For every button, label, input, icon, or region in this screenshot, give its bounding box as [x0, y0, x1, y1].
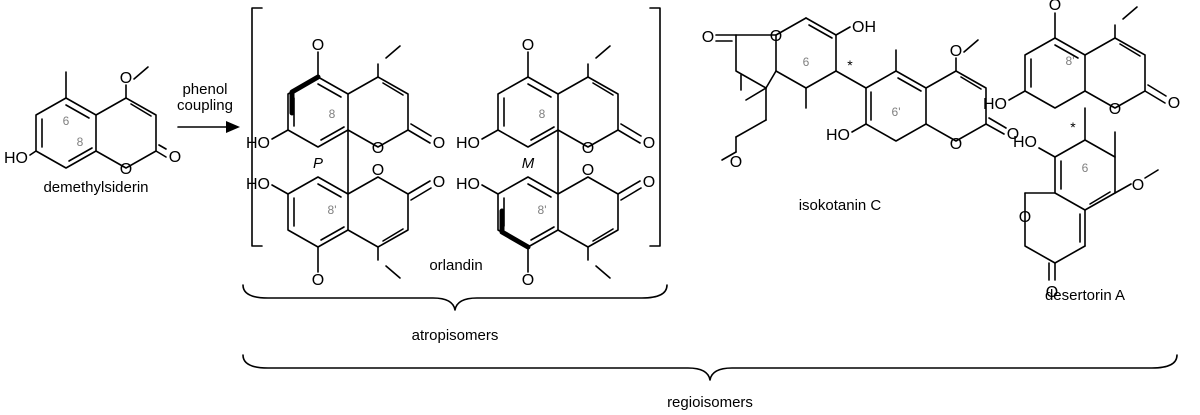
position-6-label: 6 — [63, 114, 70, 128]
atropisomers-brace — [242, 284, 668, 311]
arrow-label-line1: phenol — [182, 81, 227, 98]
m-ring-oxygen-bottom: O — [582, 162, 594, 179]
arrow-label-line2: coupling — [177, 97, 233, 114]
desertorin-ring-oxygen-top: O — [1109, 101, 1121, 118]
m-hydroxyl-top: HO — [456, 135, 480, 152]
m-methoxy-oxygen-bottom: O — [522, 272, 534, 289]
p-methoxy-oxygen-top: O — [312, 37, 324, 54]
p-ring-oxygen-top: O — [372, 140, 384, 157]
isokotanin-carbonyl-oxygen-right: O — [1007, 126, 1019, 143]
atropisomers-label: atropisomers — [412, 327, 499, 344]
desertorin-a-structure: O O O HO HO O O O 8' 6 * desertorin A — [983, 0, 1180, 304]
isokotanin-methoxy-oxygen-left: O — [730, 154, 742, 171]
desertorin-hydroxyl-bottom: HO — [1013, 134, 1037, 151]
reaction-arrow: phenol coupling — [177, 81, 240, 133]
m-stereo-descriptor: M — [522, 155, 535, 172]
desertorin-carbonyl-oxygen-top: O — [1168, 95, 1180, 112]
orlandin-m-structure: O O O HO O O HO O 8 8' M — [456, 37, 655, 289]
ring-oxygen-label: O — [120, 161, 132, 178]
position-8-label: 8 — [77, 135, 84, 149]
demethylsiderin-label: demethylsiderin — [43, 179, 148, 196]
m-hydroxyl-bottom: HO — [456, 176, 480, 193]
orlandin-label: orlandin — [429, 257, 482, 274]
desertorin-a-label: desertorin A — [1045, 287, 1125, 304]
desertorin-position-8-prime: 8' — [1066, 54, 1075, 68]
demethylsiderin-structure: O O O HO 6 8 demethylsiderin — [4, 66, 181, 196]
right-bracket — [649, 7, 661, 247]
m-methoxy-oxygen-top: O — [522, 37, 534, 54]
isokotanin-c-structure: O O OH O O O O HO 6 6' * isokotanin C — [702, 17, 1019, 214]
p-position-8-prime: 8' — [328, 203, 337, 217]
p-methoxy-oxygen-bottom: O — [312, 272, 324, 289]
m-ring-oxygen-top: O — [582, 140, 594, 157]
isokotanin-hydroxyl-top: OH — [852, 19, 876, 36]
p-carbonyl-oxygen-bottom: O — [433, 174, 445, 191]
isokotanin-ring-oxygen-right: O — [950, 136, 962, 153]
left-bracket — [251, 7, 263, 247]
hydroxyl-label: HO — [4, 150, 28, 167]
desertorin-position-6: 6 — [1082, 161, 1089, 175]
desertorin-methoxy-oxygen-bottom: O — [1132, 177, 1144, 194]
desertorin-carbonyl-oxygen-bottom: O — [1046, 284, 1058, 301]
desertorin-chiral-axis-asterisk: * — [1070, 119, 1076, 135]
p-hydroxyl-bottom: HO — [246, 176, 270, 193]
desertorin-hydroxyl-top: HO — [983, 96, 1007, 113]
orlandin-p-structure: O O O HO O O HO O 8 8' P — [246, 37, 445, 289]
m-position-8-prime: 8' — [538, 203, 547, 217]
p-stereo-descriptor: P — [313, 155, 323, 172]
m-carbonyl-oxygen-top: O — [643, 135, 655, 152]
methoxy-oxygen-label: O — [120, 70, 132, 87]
carbonyl-oxygen-label: O — [169, 149, 181, 166]
p-position-8: 8 — [329, 107, 336, 121]
isokotanin-hydroxyl-bottom: HO — [826, 127, 850, 144]
isokotanin-position-6-prime: 6' — [892, 105, 901, 119]
regioisomers-brace — [242, 354, 1178, 381]
desertorin-methoxy-oxygen-top: O — [1049, 0, 1061, 14]
isokotanin-ring-oxygen-left: O — [770, 28, 782, 45]
m-carbonyl-oxygen-bottom: O — [643, 174, 655, 191]
isokotanin-position-6: 6 — [803, 55, 810, 69]
p-hydroxyl-top: HO — [246, 135, 270, 152]
isokotanin-c-label: isokotanin C — [799, 197, 882, 214]
p-carbonyl-oxygen-top: O — [433, 135, 445, 152]
regioisomers-label: regioisomers — [667, 394, 753, 411]
isokotanin-carbonyl-oxygen-left: O — [702, 29, 714, 46]
m-position-8: 8 — [539, 107, 546, 121]
p-ring-oxygen-bottom: O — [372, 162, 384, 179]
desertorin-ring-oxygen-bottom: O — [1019, 209, 1031, 226]
isokotanin-methoxy-oxygen-right: O — [950, 43, 962, 60]
isokotanin-chiral-axis-asterisk: * — [847, 57, 853, 73]
